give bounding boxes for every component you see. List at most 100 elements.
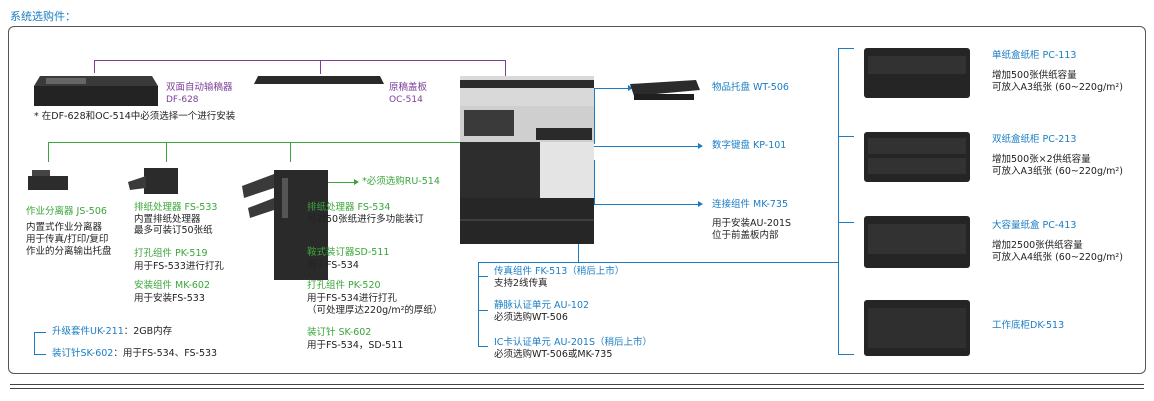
connector-oc514 (320, 60, 321, 74)
fs534-desc: 可对50张纸进行多功能装订 (307, 214, 424, 225)
js506-desc-1: 内置式作业分离器 (26, 222, 103, 233)
df628-code: DF-628 (166, 95, 199, 105)
au201s-desc: 必须选购WT-506或MK-735 (494, 349, 613, 360)
connector-js506 (48, 142, 49, 162)
connector-pc413 (838, 222, 854, 223)
bottom-rule-1 (10, 384, 1144, 385)
wt506-image (630, 80, 700, 100)
pk520-desc-2: （可处理厚达220g/m²的厚纸） (307, 305, 443, 316)
connector-main-bottom (578, 232, 579, 262)
connector-mk735 (594, 204, 698, 205)
pc213-title: 双纸盒纸柜 PC-213 (992, 134, 1077, 145)
dk513-title: 工作底柜DK-513 (992, 320, 1065, 331)
mk735-title: 连接组件 MK-735 (712, 199, 789, 210)
pc413-image (864, 216, 970, 268)
sd511-title: 鞍式装订器SD-511 (307, 247, 390, 258)
pc413-desc-2: 可放入A4纸张 (60~220g/m²) (992, 252, 1123, 263)
connector-uk211 (34, 332, 46, 333)
sk602-mid-title: 装订针 SK-602 (307, 327, 372, 338)
js506-desc-3: 作业的分离输出托盘 (26, 246, 112, 257)
connector-au102 (478, 310, 488, 311)
connector-wt506 (594, 88, 628, 89)
fs533-image (128, 168, 178, 194)
wt506-title: 物品托盘 WT-506 (712, 82, 789, 93)
page-title: 系统选购件： (10, 10, 76, 23)
arrow-kp101 (698, 143, 703, 149)
sk602-row: 装订针SK-602：用于FS-534、FS-533 (52, 348, 217, 360)
fk513-desc: 支持2线传真 (494, 278, 548, 289)
connector-uk211-sk602 (34, 332, 35, 354)
bottom-rule-2 (10, 388, 1144, 389)
df628-image (34, 76, 158, 106)
oc514-code: OC-514 (389, 95, 423, 105)
mk602-desc: 用于安装FS-533 (134, 293, 205, 304)
oc514-image (254, 76, 384, 84)
connector-fs533 (166, 142, 167, 162)
uk211-title: 升级套件UK-211 (52, 326, 124, 337)
uk211-desc: ：2GB内存 (123, 326, 173, 337)
pc113-desc-1: 增加500张供纸容量 (992, 70, 1077, 81)
mk735-desc-1: 用于安装AU-201S (712, 218, 792, 229)
connector-pc213 (838, 136, 854, 137)
connector-wt506-vert (594, 88, 595, 144)
connector-pc113 (838, 48, 854, 49)
connector-dk513 (838, 354, 854, 355)
connector-bottom-bus (478, 262, 838, 263)
sk602-mid-desc: 用于FS-534，SD-511 (307, 340, 404, 351)
dk513-image (864, 300, 970, 356)
df628-name: 双面自动输稿器 (166, 82, 233, 93)
connector-right-bus (838, 48, 839, 354)
pk519-desc: 用于FS-533进行打孔 (134, 261, 224, 272)
kp101-title: 数字键盘 KP-101 (712, 140, 787, 151)
connector-mk735-vert (594, 160, 595, 204)
connector-au-vert (478, 262, 479, 346)
js506-image (28, 170, 68, 190)
pk520-title: 打孔组件 PK-520 (307, 280, 381, 291)
fs533-desc-1: 内置排纸处理器 (134, 214, 201, 225)
mk735-desc-2: 位于前盖板内部 (712, 230, 779, 241)
pc213-image (864, 132, 970, 182)
fk513-title: 传真组件 FK-513（稍后上市） (494, 266, 625, 277)
js506-title: 作业分离器 JS-506 (26, 206, 107, 217)
connector-green-bus (48, 142, 463, 143)
pc113-desc-2: 可放入A3纸张 (60~220g/m²) (992, 82, 1123, 93)
connector-fk513 (478, 276, 488, 277)
fs533-desc-2: 最多可装订50张纸 (134, 225, 213, 236)
sk602-left-desc: ：用于FS-534、FS-533 (113, 348, 218, 359)
pc413-title: 大容量纸盒 PC-413 (992, 220, 1077, 231)
au102-title: 静脉认证单元 AU-102 (494, 300, 590, 311)
arrow-mk735 (698, 201, 703, 207)
au102-desc: 必须选购WT-506 (494, 312, 568, 323)
connector-df628 (94, 60, 95, 73)
pc113-title: 单纸盒纸柜 PC-113 (992, 50, 1077, 61)
main-machine-image (460, 76, 594, 244)
fs534-title: 排纸处理器 FS-534 (307, 202, 391, 213)
ru514-note: *必须选购RU-514 (362, 176, 440, 187)
au201s-title: IC卡认证单元 AU-201S（稍后上市） (494, 337, 652, 348)
arrow-wt506 (628, 85, 633, 91)
connector-kp101 (594, 146, 698, 147)
connector-sk602 (34, 354, 46, 355)
arrow-ru514 (354, 179, 359, 185)
connector-fs534 (290, 142, 291, 162)
pc113-image (864, 48, 970, 98)
mk602-title: 安装组件 MK-602 (134, 280, 211, 291)
connector-main (505, 60, 506, 78)
connector-top (94, 60, 506, 61)
fs533-title: 排纸处理器 FS-533 (134, 202, 218, 213)
pk520-desc-1: 用于FS-534进行打孔 (307, 293, 397, 304)
sd511-desc: 用于FS-534 (307, 260, 359, 271)
js506-desc-2: 用于传真/打印/复印 (26, 234, 109, 245)
pc413-desc-1: 增加2500张供纸容量 (992, 240, 1083, 251)
connector-au201s (478, 346, 488, 347)
pc213-desc-2: 可放入A3纸张 (60~220g/m²) (992, 166, 1123, 177)
pc213-desc-1: 增加500张×2供纸容量 (992, 154, 1091, 165)
oc514-name: 原稿盖板 (389, 82, 428, 93)
fs534-image (242, 170, 328, 280)
pk519-title: 打孔组件 PK-519 (134, 248, 208, 259)
connector-ru514 (326, 182, 354, 183)
diagram-frame (8, 26, 1146, 374)
uk211-row: 升级套件UK-211：2GB内存 (52, 326, 172, 338)
df628-oc514-note: * 在DF-628和OC-514中必须选择一个进行安装 (34, 111, 236, 122)
sk602-left-title: 装订针SK-602 (52, 348, 114, 359)
